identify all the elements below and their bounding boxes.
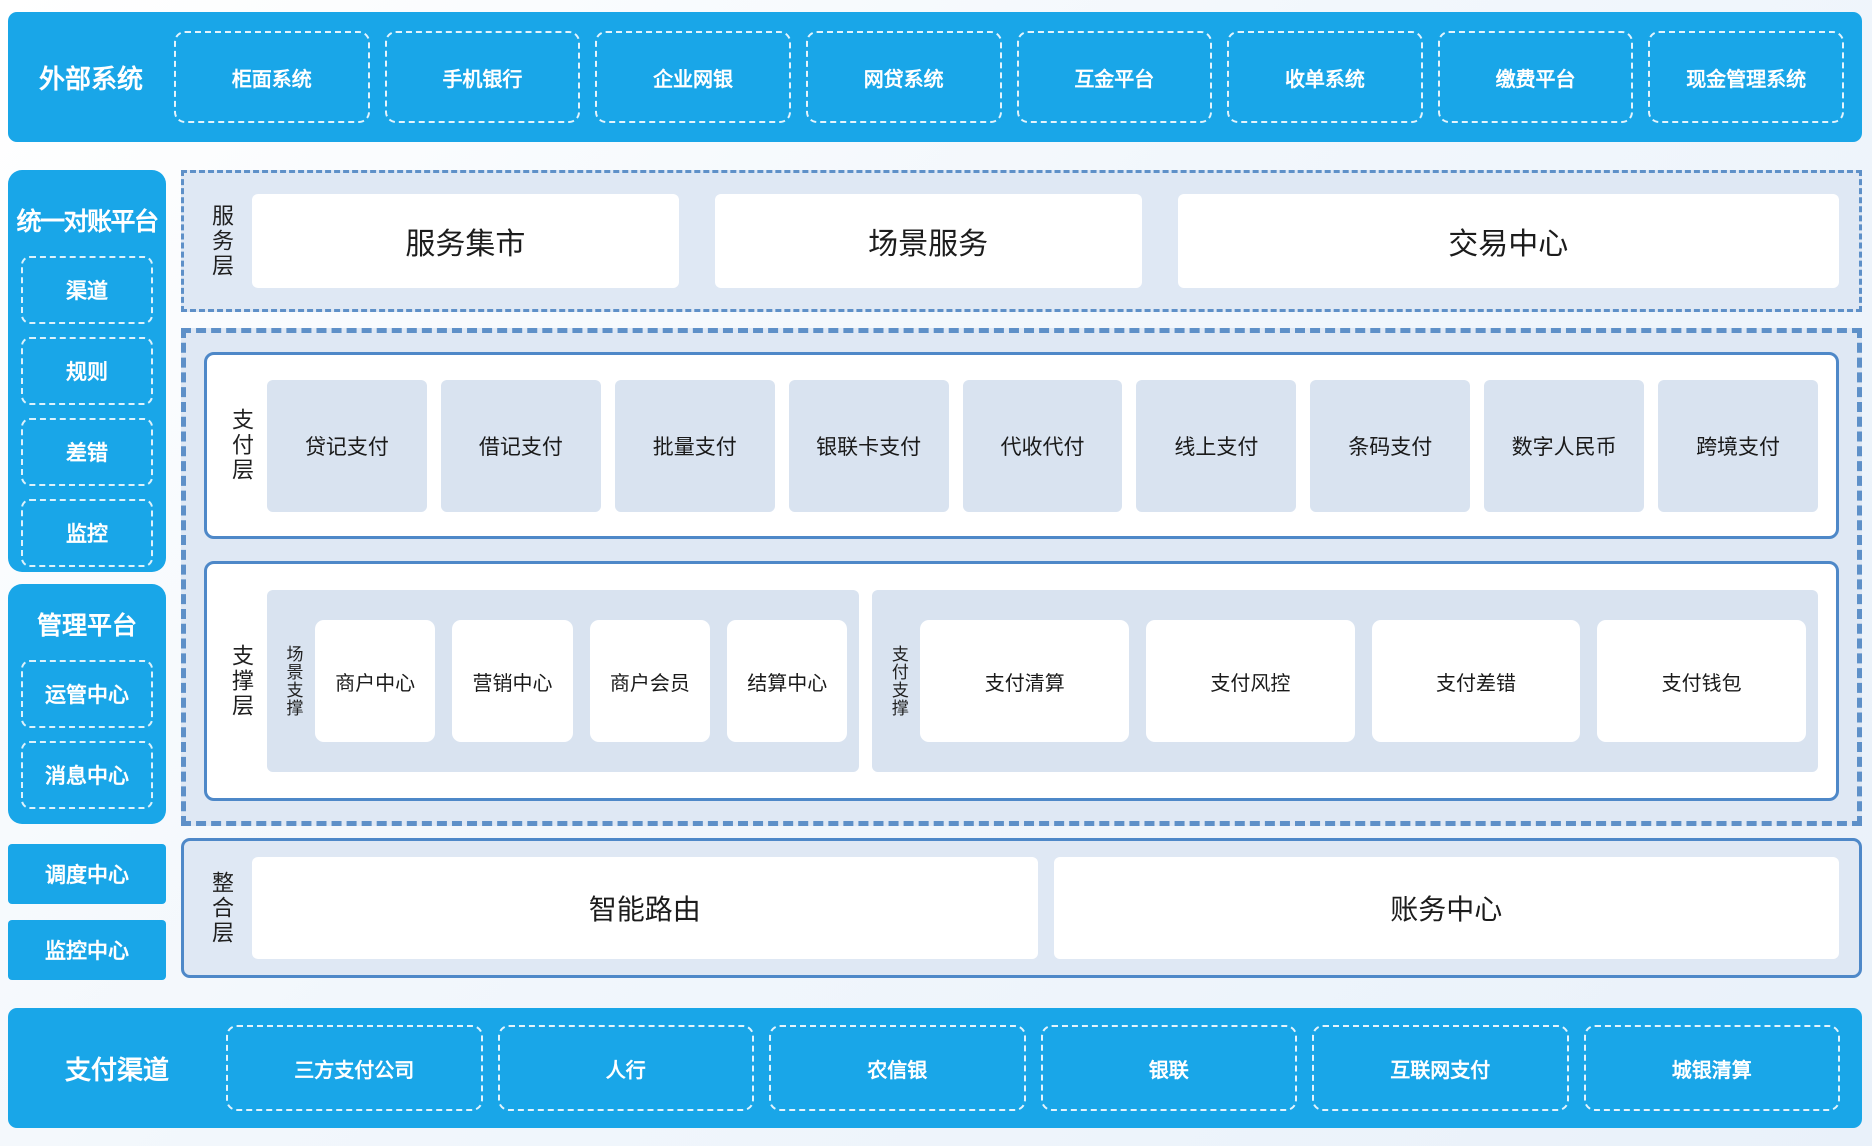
reconciliation-platform-title: 统一对账平台 bbox=[16, 208, 159, 236]
payment-node: 跨境支付 bbox=[1658, 379, 1819, 512]
payment-node: 线上支付 bbox=[1136, 379, 1297, 512]
payment-layer-box: 支付层 贷记支付 借记支付 批量支付 银联卡支付 代收代付 线上支付 条码支付 … bbox=[204, 352, 1839, 539]
reconciliation-node: 差错 bbox=[21, 418, 153, 486]
management-node: 消息中心 bbox=[21, 741, 153, 809]
service-node: 交易中心 bbox=[1177, 194, 1840, 288]
external-system-node: 企业网银 bbox=[595, 31, 791, 123]
payment-node: 批量支付 bbox=[614, 379, 775, 512]
scene-support-node: 营销中心 bbox=[452, 620, 573, 742]
external-system-node: 现金管理系统 bbox=[1648, 31, 1844, 123]
payment-channels-title: 支付渠道 bbox=[64, 1054, 169, 1085]
payment-channel-node: 互联网支付 bbox=[1312, 1025, 1569, 1111]
payment-node: 银联卡支付 bbox=[788, 379, 949, 512]
payment-layer-label: 支付层 bbox=[229, 408, 254, 483]
management-platform-title: 管理平台 bbox=[36, 612, 137, 640]
payment-channels-items: 三方支付公司 人行 农信银 银联 互联网支付 城银清算 bbox=[226, 1025, 1840, 1111]
service-layer-box: 服务层 服务集市 场景服务 交易中心 bbox=[181, 170, 1862, 312]
core-dashed-container: 支付层 贷记支付 借记支付 批量支付 银联卡支付 代收代付 线上支付 条码支付 … bbox=[181, 328, 1862, 826]
support-layer-box: 支撑层 场景支撑 商户中心 营销中心 商户会员 结算中心 bbox=[204, 561, 1839, 801]
service-node: 场景服务 bbox=[714, 194, 1142, 288]
reconciliation-platform-block: 统一对账平台 渠道 规则 差错 监控 bbox=[8, 170, 166, 572]
scene-support-node: 商户中心 bbox=[315, 620, 436, 742]
external-systems-items: 柜面系统 手机银行 企业网银 网贷系统 互金平台 收单系统 缴费平台 现金管理系… bbox=[174, 31, 1844, 123]
payment-support-node: 支付差错 bbox=[1371, 620, 1581, 742]
reconciliation-node: 渠道 bbox=[21, 256, 153, 324]
payment-support-group: 支付支撑 支付清算 支付风控 支付差错 支付钱包 bbox=[872, 590, 1818, 772]
external-systems-title: 外部系统 bbox=[38, 63, 143, 94]
scene-support-node: 商户会员 bbox=[589, 620, 711, 742]
external-system-node: 互金平台 bbox=[1016, 31, 1213, 123]
management-node: 运管中心 bbox=[21, 660, 153, 728]
left-sidebar: 统一对账平台 渠道 规则 差错 监控 管理平台 运管中心 消息中心 调度中心 监… bbox=[8, 170, 166, 980]
payment-node: 代收代付 bbox=[962, 379, 1123, 512]
monitoring-center-block: 监控中心 bbox=[8, 920, 166, 980]
payment-node: 条码支付 bbox=[1310, 379, 1471, 512]
dispatch-center-block: 调度中心 bbox=[8, 844, 166, 904]
external-system-node: 柜面系统 bbox=[174, 31, 370, 123]
integration-layer-label: 整合层 bbox=[209, 870, 234, 946]
scene-support-group: 场景支撑 商户中心 营销中心 商户会员 结算中心 bbox=[267, 590, 860, 772]
external-systems-band: 外部系统 柜面系统 手机银行 企业网银 网贷系统 互金平台 收单系统 缴费平台 … bbox=[8, 12, 1862, 142]
payment-channels-band: 支付渠道 三方支付公司 人行 农信银 银联 互联网支付 城银清算 bbox=[8, 1008, 1862, 1128]
payment-node: 借记支付 bbox=[440, 379, 601, 512]
main-layers: 服务层 服务集市 场景服务 交易中心 支付层 贷记支付 借记支付 批量支付 银联… bbox=[181, 170, 1862, 980]
payment-support-node: 支付钱包 bbox=[1597, 620, 1806, 742]
scene-support-node: 结算中心 bbox=[727, 620, 848, 742]
integration-layer-box: 整合层 智能路由 账务中心 bbox=[181, 838, 1862, 978]
external-system-node: 缴费平台 bbox=[1437, 31, 1634, 123]
external-system-node: 收单系统 bbox=[1227, 31, 1423, 123]
payment-node: 贷记支付 bbox=[267, 379, 427, 512]
management-platform-block: 管理平台 运管中心 消息中心 bbox=[8, 584, 166, 824]
scene-support-label: 场景支撑 bbox=[283, 645, 303, 717]
payment-channel-node: 银联 bbox=[1040, 1025, 1297, 1111]
service-layer-label: 服务层 bbox=[209, 203, 234, 279]
integration-node: 账务中心 bbox=[1053, 857, 1839, 959]
payment-node: 数字人民币 bbox=[1484, 379, 1645, 512]
reconciliation-node: 规则 bbox=[21, 337, 153, 405]
external-system-node: 网贷系统 bbox=[805, 31, 1002, 123]
payment-channel-node: 三方支付公司 bbox=[226, 1025, 483, 1111]
integration-node: 智能路由 bbox=[252, 857, 1038, 959]
external-system-node: 手机银行 bbox=[384, 31, 581, 123]
service-node: 服务集市 bbox=[252, 194, 679, 288]
support-layer-label: 支撑层 bbox=[229, 643, 254, 719]
payment-channel-node: 农信银 bbox=[769, 1025, 1026, 1111]
payment-channel-node: 人行 bbox=[497, 1025, 754, 1111]
payment-channel-node: 城银清算 bbox=[1583, 1025, 1840, 1111]
payment-support-label: 支付支撑 bbox=[888, 645, 908, 717]
reconciliation-node: 监控 bbox=[21, 499, 153, 567]
payment-support-node: 支付风控 bbox=[1146, 620, 1355, 742]
payment-support-node: 支付清算 bbox=[920, 620, 1130, 742]
